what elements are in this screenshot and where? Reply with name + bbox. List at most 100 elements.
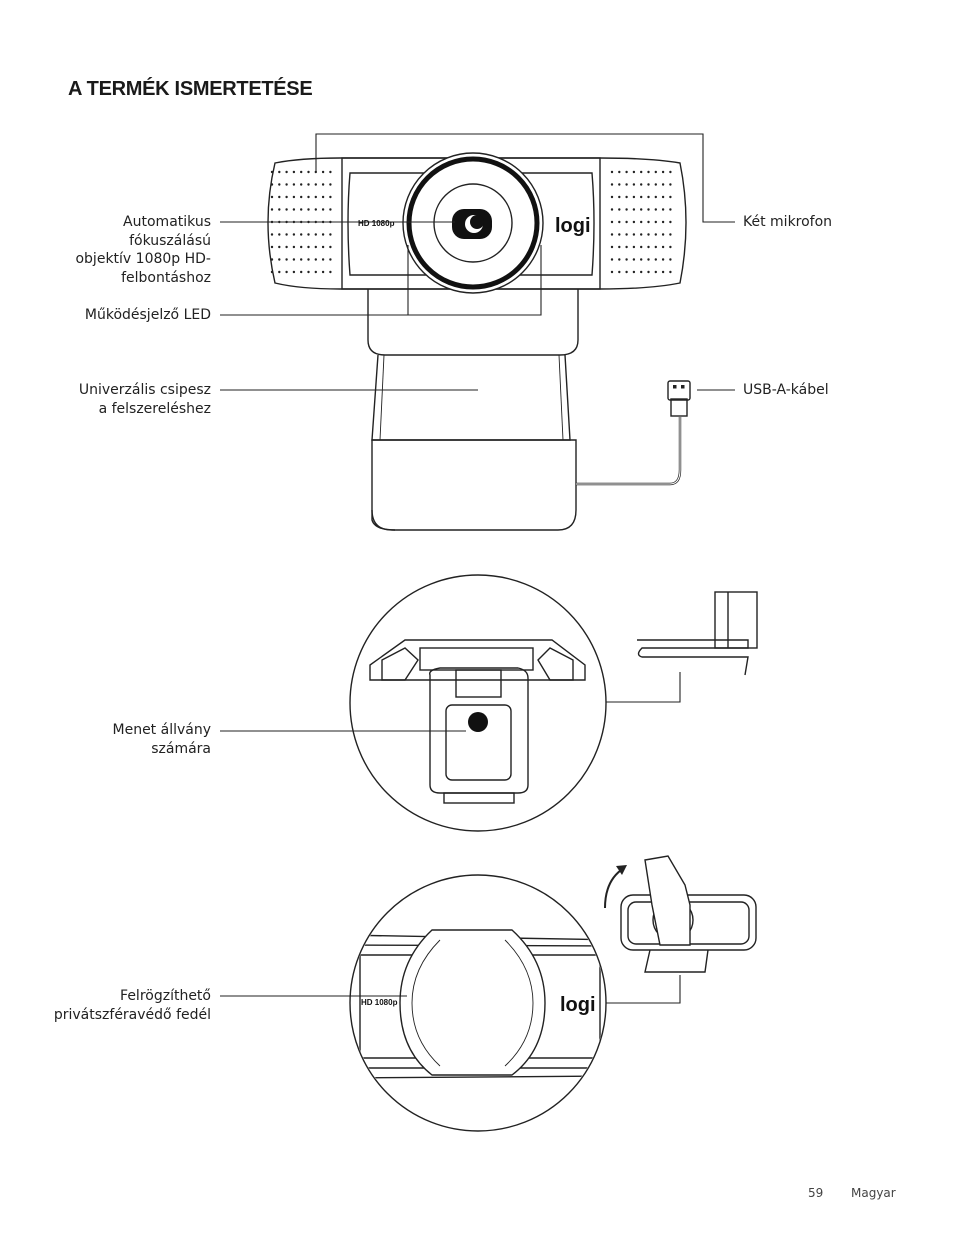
speaker-hole [329, 245, 332, 249]
speaker-hole [321, 270, 325, 274]
speaker-hole [661, 233, 665, 236]
privacy-label: Felrögzíthető privátszféravédő fedél [53, 988, 211, 1023]
rotate-arrow-icon [604, 867, 625, 909]
speaker-hole [314, 183, 317, 186]
speaker-hole [300, 208, 303, 211]
speaker-hole [640, 183, 643, 186]
led-label: Működésjelző LED [84, 307, 211, 323]
speaker-hole [661, 170, 665, 174]
speaker-hole [661, 258, 665, 261]
speaker-hole [632, 195, 636, 199]
speaker-hole [270, 233, 274, 236]
speaker-hole [285, 195, 288, 199]
speaker-hole [669, 258, 672, 261]
speaker-hole [321, 233, 325, 236]
speaker-hole [654, 170, 657, 174]
speaker-hole [314, 233, 317, 236]
speaker-hole [647, 183, 650, 186]
speaker-hole [654, 245, 657, 249]
speaker-hole [625, 233, 628, 236]
page-title: A TERMÉK ISMERTETÉSE [68, 78, 313, 100]
speaker-hole [270, 208, 274, 211]
speaker-hole [278, 245, 281, 249]
tripod-mount-detail [220, 574, 758, 832]
speaker-hole [654, 258, 657, 261]
speaker-hole [307, 258, 310, 261]
speaker-hole [669, 195, 672, 199]
speaker-hole [307, 195, 310, 199]
speaker-hole [610, 195, 614, 199]
speaker-hole [632, 208, 636, 211]
speaker-hole [654, 233, 657, 236]
speaker-hole [669, 233, 672, 236]
speaker-hole [647, 208, 650, 211]
speaker-hole [300, 170, 303, 174]
speaker-hole [669, 208, 672, 211]
speaker-hole [270, 170, 274, 174]
speaker-hole [632, 245, 636, 249]
microphones-label: Két mikrofon [743, 214, 833, 230]
speaker-hole [669, 170, 672, 174]
speaker-hole [618, 270, 621, 274]
speaker-hole [625, 270, 628, 274]
speaker-hole [314, 258, 317, 261]
speaker-hole [625, 208, 628, 211]
speaker-hole [285, 170, 288, 174]
tripod-thread-icon [468, 712, 488, 732]
speaker-hole [610, 170, 614, 174]
speaker-hole [610, 245, 614, 249]
speaker-hole [300, 233, 303, 236]
speaker-hole [610, 233, 614, 236]
speaker-hole [292, 183, 296, 186]
speaker-hole [270, 245, 274, 249]
speaker-hole [654, 183, 657, 186]
speaker-hole [292, 245, 296, 249]
webcam-illustration [220, 133, 735, 531]
speaker-hole [618, 245, 621, 249]
privacy-shutter-detail [220, 855, 757, 1132]
speaker-hole [278, 195, 281, 199]
speaker-hole [618, 208, 621, 211]
speaker-hole [314, 270, 317, 274]
speaker-hole [640, 170, 643, 174]
speaker-hole [292, 270, 296, 274]
speaker-hole [625, 170, 628, 174]
speaker-hole [329, 270, 332, 274]
speaker-hole [285, 233, 288, 236]
speaker-hole [278, 183, 281, 186]
speaker-hole [321, 183, 325, 186]
speaker-hole [654, 220, 657, 224]
page-language: Magyar [851, 1186, 896, 1200]
speaker-hole [321, 170, 325, 174]
speaker-hole [610, 258, 614, 261]
speaker-hole [610, 270, 614, 274]
speaker-hole [640, 258, 643, 261]
speaker-hole [669, 220, 672, 224]
speaker-hole [270, 258, 274, 261]
speaker-hole [278, 170, 281, 174]
speaker-hole [632, 220, 636, 224]
resolution-text-main: HD 1080p [358, 219, 395, 228]
speaker-hole [632, 270, 636, 274]
speaker-hole [632, 170, 636, 174]
speaker-hole [632, 233, 636, 236]
speaker-hole [647, 245, 650, 249]
speaker-hole [654, 270, 657, 274]
speaker-hole [307, 270, 310, 274]
speaker-hole [625, 195, 628, 199]
speaker-hole [329, 233, 332, 236]
speaker-hole [270, 270, 274, 274]
speaker-hole [321, 195, 325, 199]
speaker-hole [647, 270, 650, 274]
speaker-hole [618, 258, 621, 261]
speaker-hole [632, 183, 636, 186]
speaker-hole [625, 183, 628, 186]
speaker-hole [285, 270, 288, 274]
speaker-hole [329, 208, 332, 211]
speaker-hole [278, 233, 281, 236]
speaker-hole [640, 208, 643, 211]
tripod-label: Menet állvány számára [112, 722, 212, 757]
speaker-hole [321, 208, 325, 211]
speaker-hole [300, 270, 303, 274]
